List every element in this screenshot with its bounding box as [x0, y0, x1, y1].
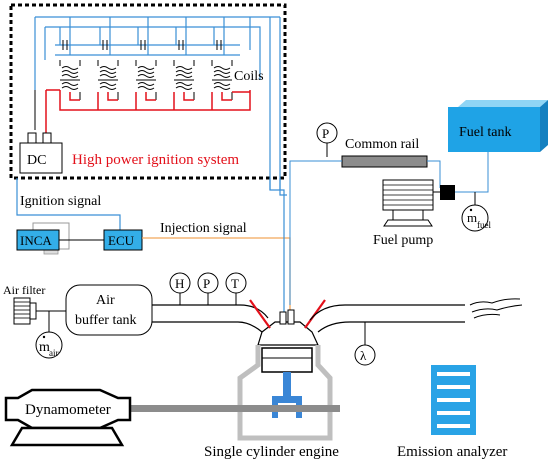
fuel-pump-mount	[392, 209, 424, 221]
air-flow-meter	[35, 331, 63, 359]
piston	[261, 347, 313, 373]
fuel-flow-dot	[469, 208, 473, 212]
rail-pressure-label: P	[322, 126, 329, 141]
dc-terminal-left	[27, 132, 37, 144]
fuel-line-rail-to-injector	[289, 160, 342, 305]
ignition-system-dashed-box	[9, 3, 287, 180]
injection-signal-label: Injection signal	[160, 221, 247, 236]
air-buffer-tank	[65, 284, 153, 336]
ignition-signal-wire	[16, 178, 121, 230]
high-power-ignition-label: High power ignition system	[72, 152, 239, 168]
spark-plug-wire	[269, 178, 287, 312]
dynamometer-label: Dynamometer	[25, 402, 111, 418]
fuel-injector	[287, 309, 295, 325]
air-buffer-label-1: Air	[96, 293, 115, 308]
dc-terminal-right	[42, 132, 52, 144]
crank-pin	[272, 396, 302, 403]
ignition-coils	[60, 66, 232, 90]
ecu-box	[103, 229, 143, 251]
lambda-sensor	[354, 344, 376, 366]
air-flow-dot	[42, 335, 46, 339]
common-rail	[341, 155, 428, 168]
single-cylinder-label: Single cylinder engine	[204, 444, 339, 460]
fuel-pump-fins	[383, 184, 433, 206]
fuel-tank-front	[448, 107, 540, 152]
fuel-tank-side	[540, 100, 548, 152]
air-filter	[13, 297, 37, 325]
air-buffer-label-2: buffer tank	[75, 313, 137, 328]
ignition-harness-wires	[34, 16, 281, 190]
fuel-tank-label: Fuel tank	[459, 125, 512, 140]
fuel-line-rail-to-pump	[427, 160, 441, 188]
drive-shaft	[130, 405, 340, 412]
inca-label: INCA	[20, 233, 52, 248]
fuel-pump-label: Fuel pump	[373, 233, 433, 248]
analyzer-slots	[437, 372, 470, 428]
cylinder-block	[237, 345, 333, 441]
humidity-sensor	[169, 272, 191, 294]
intake-sensors	[169, 272, 247, 305]
coil-5	[212, 66, 232, 90]
fuel-line-tank-to-pump	[455, 152, 489, 193]
air-filter-label: Air filter	[3, 283, 45, 297]
coil-1	[60, 66, 80, 90]
exhaust-outlet	[469, 298, 523, 319]
fuel-tank-top	[458, 100, 548, 107]
coil-connectors	[62, 40, 222, 50]
lambda-label: λ	[360, 348, 367, 363]
coil-3	[136, 66, 156, 90]
intake-valve	[249, 299, 271, 329]
fuel-flow-sub: fuel	[477, 220, 491, 230]
exhaust-valve	[304, 299, 326, 329]
coil-2	[98, 66, 118, 90]
intake-manifold	[152, 304, 269, 333]
spark-plug	[279, 311, 287, 325]
dc-label: DC	[27, 153, 46, 168]
air-flow-m: m	[39, 340, 50, 355]
connecting-rod	[283, 372, 291, 402]
common-rail-label: Common rail	[345, 137, 419, 152]
dynamometer-base	[9, 426, 125, 447]
injection-signal-wire	[142, 237, 291, 312]
ignition-signal-label: Ignition signal	[20, 194, 101, 209]
coil-red-power-wires	[45, 89, 251, 133]
ecu-label: ECU	[108, 233, 135, 248]
coils-label: Coils	[234, 69, 264, 84]
dc-supply-box	[19, 142, 63, 174]
fuel-pump-base	[383, 219, 433, 227]
emission-analyzer-label: Emission analyzer	[397, 444, 507, 460]
coil-4	[174, 66, 194, 90]
exhaust-pipe	[309, 304, 465, 333]
air-flow-sub: air	[49, 348, 59, 358]
temperature-label: T	[231, 276, 239, 291]
fuel-pump-head	[440, 185, 455, 200]
fuel-flow-meter	[461, 204, 489, 232]
fuel-flow-m: m	[467, 210, 477, 225]
coil-black-wires	[34, 60, 233, 130]
pressure-sensor	[197, 272, 219, 294]
pressure-label: P	[203, 276, 210, 291]
humidity-label: H	[175, 276, 184, 291]
temperature-sensor	[225, 272, 247, 294]
